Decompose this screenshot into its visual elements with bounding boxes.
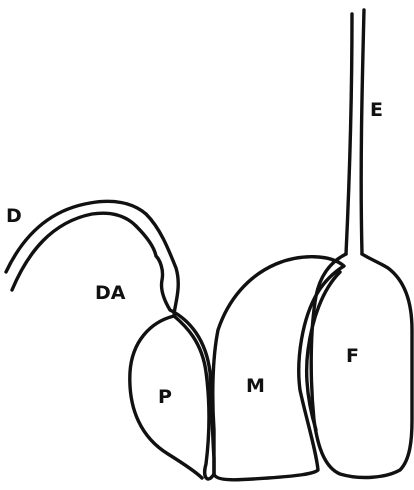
label-m: M xyxy=(246,375,265,397)
label-e: E xyxy=(370,99,383,121)
duct-d-outline xyxy=(6,201,146,290)
stalk-e-outline xyxy=(346,10,364,254)
label-d: D xyxy=(6,205,22,227)
label-p: P xyxy=(158,386,172,408)
chamber-da-p-outline xyxy=(136,214,214,479)
label-da: DA xyxy=(95,282,126,304)
label-f: F xyxy=(346,345,359,367)
